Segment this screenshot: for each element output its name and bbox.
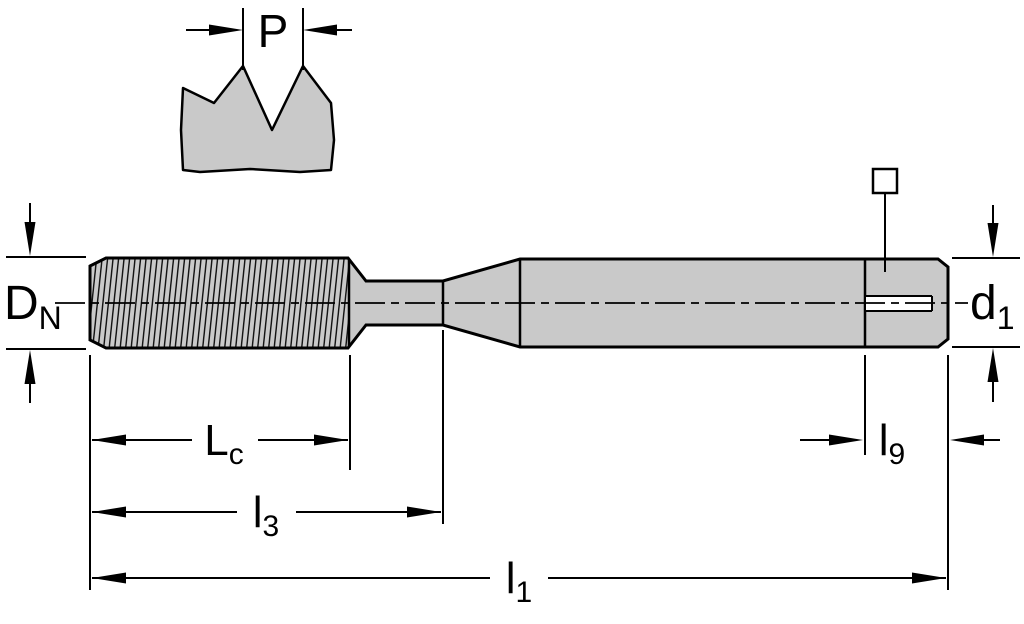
dn-arrow-top-head [24, 222, 36, 256]
l1-label: l1 [506, 554, 532, 609]
dimension-nominal-diameter: DN [4, 203, 86, 403]
square-drive-callout [871, 167, 899, 272]
d1-arrow-top-head [987, 223, 999, 257]
dimension-square-length: l9 [800, 416, 1000, 471]
tap-body [55, 256, 968, 350]
thread-profile-shape [179, 64, 336, 174]
square-symbol-icon [871, 167, 899, 195]
pitch-label: P [258, 5, 289, 57]
dimension-shank-diameter: d1 [952, 205, 1020, 402]
l1-arrow-right [912, 572, 946, 584]
thread-profile-detail: P [179, 5, 352, 174]
l3-label: l3 [253, 488, 279, 543]
extension-lines [89, 330, 949, 590]
pitch-arrow-left-head [209, 24, 243, 36]
d1-label: d1 [970, 277, 1015, 336]
l9-arrow-left [829, 434, 863, 446]
lc-arrow-right [314, 434, 348, 446]
d1-arrow-bottom-head [987, 348, 999, 382]
l9-arrow-right [950, 434, 984, 446]
dn-label: DN [4, 277, 62, 336]
dimension-l3: l3 [92, 488, 441, 543]
dimension-overall-length: l1 [92, 554, 946, 609]
dimension-chamfer-length: Lc [92, 416, 348, 471]
l9-label: l9 [879, 416, 905, 471]
l3-arrow-right [407, 506, 441, 518]
dn-arrow-bottom-head [24, 350, 36, 384]
lc-label: Lc [204, 416, 243, 471]
pitch-arrow-right-head [303, 24, 337, 36]
